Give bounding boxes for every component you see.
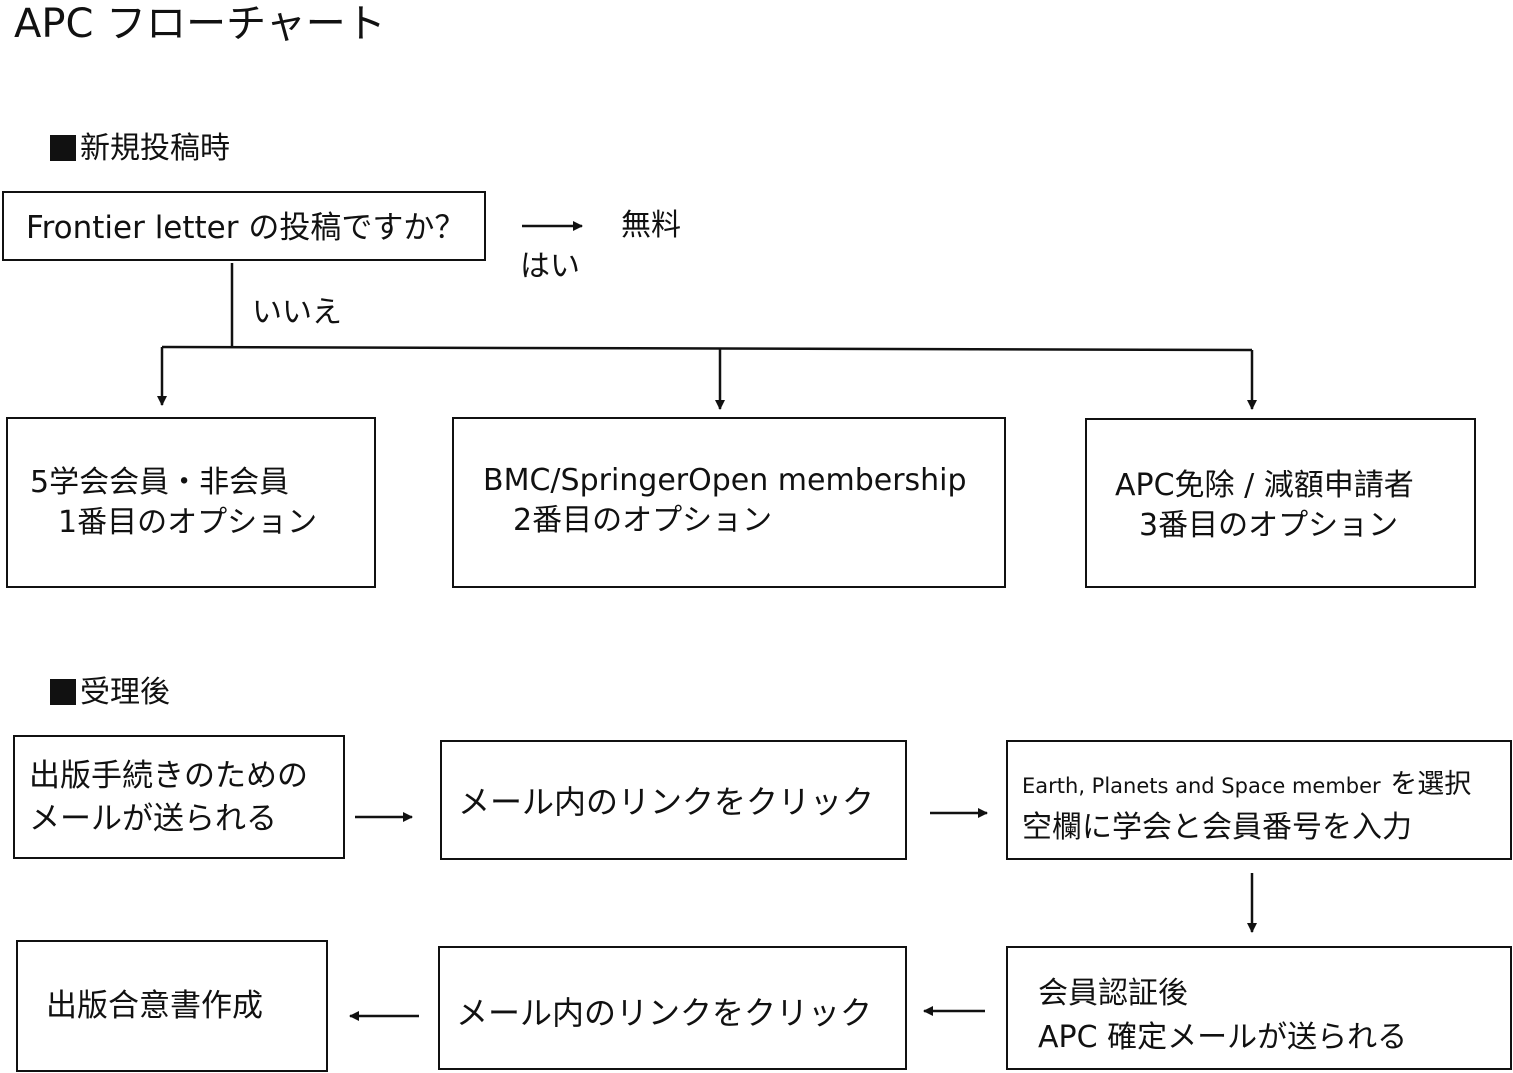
question-box: Frontier letter の投稿ですか？	[2, 191, 486, 261]
option2-text: BMC/SpringerOpen membership 2番目のオプション	[483, 461, 967, 540]
yes-result: 無料	[621, 208, 681, 243]
step5-text: メール内のリンクをクリック	[456, 994, 873, 1032]
step3-line1-japanese: を選択	[1390, 769, 1472, 800]
step2-box: メール内のリンクをクリック	[440, 740, 907, 860]
step3-line1: Earth, Planets and Space member を選択	[1022, 762, 1471, 806]
section-heading-after-acceptance: 受理後	[50, 678, 170, 708]
step5-box: メール内のリンクをクリック	[438, 946, 907, 1070]
section-heading-text: 新規投稿時	[80, 131, 230, 166]
step1-box: 出版手続きのための メールが送られる	[13, 735, 345, 859]
section-heading-new-submission: 新規投稿時	[50, 134, 230, 164]
step3-line1-english: Earth, Planets and Space member	[1022, 774, 1381, 798]
option3-line2: 3番目のオプション	[1139, 507, 1399, 543]
question-text: Frontier letter の投稿ですか？	[26, 210, 466, 246]
square-bullet-icon	[50, 135, 76, 161]
step4-box: 会員認証後 APC 確定メールが送られる	[1006, 946, 1512, 1070]
option3-line1: APC免除 / 減額申請者	[1115, 468, 1414, 503]
step3-text: Earth, Planets and Space member を選択 空欄に学…	[1022, 762, 1471, 849]
step1-line1: 出版手続きのための	[29, 758, 308, 794]
option2-line2: 2番目のオプション	[513, 502, 773, 538]
step1-line2: メールが送られる	[29, 800, 277, 837]
square-bullet-icon	[50, 679, 76, 705]
step1-text: 出版手続きのための メールが送られる	[29, 755, 308, 841]
step3-line2: 空欄に学会と会員番号を入力	[1022, 809, 1412, 845]
step6-box: 出版合意書作成	[16, 940, 328, 1072]
step3-box: Earth, Planets and Space member を選択 空欄に学…	[1006, 740, 1512, 860]
page-title: APC フローチャート	[14, 1, 386, 47]
no-label: いいえ	[252, 295, 342, 330]
option1-line2: 1番目のオプション	[58, 504, 318, 540]
branch-bar	[161, 345, 1253, 352]
step4-text: 会員認証後 APC 確定メールが送られる	[1038, 972, 1407, 1059]
option3-box: APC免除 / 減額申請者 3番目のオプション	[1085, 418, 1476, 588]
step6-text: 出版合意書作成	[46, 988, 263, 1024]
option1-box: 5学会会員・非会員 1番目のオプション	[6, 417, 376, 588]
option1-text: 5学会会員・非会員 1番目のオプション	[30, 463, 317, 542]
step4-line2: APC 確定メールが送られる	[1038, 1019, 1408, 1055]
option1-line1: 5学会会員・非会員	[30, 465, 290, 500]
yes-label: はい	[520, 249, 580, 284]
step2-text: メール内のリンクをクリック	[458, 783, 875, 821]
option2-line1: BMC/SpringerOpen membership	[483, 463, 967, 498]
section-heading-text: 受理後	[80, 675, 170, 710]
option2-box: BMC/SpringerOpen membership 2番目のオプション	[452, 417, 1006, 588]
step4-line1: 会員認証後	[1038, 976, 1188, 1011]
option3-text: APC免除 / 減額申請者 3番目のオプション	[1115, 466, 1414, 545]
